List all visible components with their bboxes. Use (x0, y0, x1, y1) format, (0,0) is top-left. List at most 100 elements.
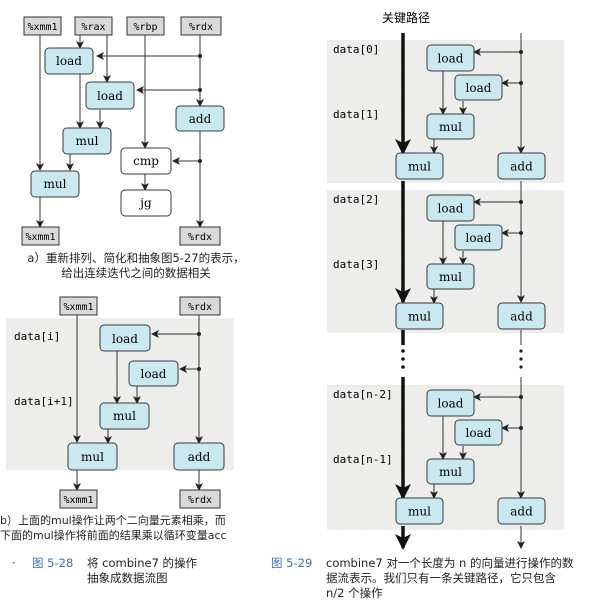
caption-b-line-2: 下面的mul操作将前面的结果乘以循环变量acc (0, 529, 227, 542)
op-label: mul (76, 134, 99, 148)
row-label: data[0] (333, 43, 379, 56)
panel-a: %xmm1 %rax %rbp %rdx (21, 16, 225, 246)
op-box (395, 497, 444, 525)
op-mul-1-b: mul (99, 402, 150, 430)
op-label: load (466, 81, 492, 95)
op-label: mul (113, 409, 136, 423)
op-load-1-block-2: load (426, 194, 475, 222)
op-label: load (97, 89, 123, 103)
reg-rdx-top-a: %rdx (180, 16, 222, 36)
op-mul-1-a: mul (62, 127, 112, 155)
op-box (426, 44, 475, 72)
op-label: add (189, 112, 212, 126)
op-label: mul (408, 310, 431, 324)
op-label: mul (44, 177, 67, 191)
op-box (497, 497, 546, 525)
op-mul-critical-block-2: mul (395, 302, 444, 330)
reg-rdx-top-b: %rdx (179, 296, 221, 316)
op-cmp-a: cmp (120, 147, 172, 175)
op-box (497, 302, 546, 330)
op-box (454, 74, 503, 101)
op-load-2-block-2: load (454, 224, 503, 251)
op-label: add (510, 310, 533, 324)
op-box (426, 389, 475, 417)
reg-rax-top-a: %rax (74, 16, 113, 36)
op-label: add (188, 450, 211, 464)
op-mul-critical-block-1: mul (395, 152, 444, 180)
op-jg-a: jg (120, 189, 172, 217)
junction-dot (519, 231, 523, 235)
op-label: cmp (133, 154, 159, 168)
op-add-b: add (173, 442, 225, 471)
junction-dot (519, 50, 523, 54)
op-label: mul (408, 505, 431, 519)
op-add-block-2: add (497, 302, 546, 330)
op-label: load (438, 397, 464, 411)
op-load-1-block-3: load (426, 389, 475, 417)
op-load-1-a: load (44, 47, 94, 75)
figure-number-5-28: 图 5-28 (32, 556, 74, 570)
block-3: data[n-2] data[n-1] load load mul mul add (333, 388, 546, 525)
junction-dot (519, 81, 523, 85)
row-label: data[3] (333, 258, 379, 271)
op-label: mul (439, 120, 462, 134)
figure-5-29-caption-line-1: combine7 对一个长度为 n 的向量进行操作的数 (326, 556, 574, 570)
caption-panel-b: b）上面的mul操作让两个二向量元素相乘，而 下面的mul操作将前面的结果乘以循… (0, 513, 270, 543)
reg-label: %rbp (133, 22, 157, 33)
op-mul-critical-block-3: mul (395, 497, 444, 525)
op-box (454, 419, 503, 446)
op-load-1-block-1: load (426, 44, 475, 72)
op-label: load (112, 332, 138, 346)
op-label: mul (439, 270, 462, 284)
row-label: data[n-1] (333, 453, 393, 466)
row-label: data[1] (333, 108, 379, 121)
figure-5-29-caption-line-3: n/2 个操作 (326, 586, 383, 600)
row-label-data-i-plus-1: data[i+1] (14, 395, 74, 408)
ellipsis-critical (401, 349, 405, 369)
figure-5-28-caption-line-2: 抽象成数据流图 (87, 571, 168, 585)
junction-dot (519, 200, 523, 204)
op-label: add (510, 505, 533, 519)
reg-label: %xmm1 (27, 22, 57, 33)
caption-a-line-2: 给出连续迭代之间的数据相关 (61, 266, 211, 280)
caption-a-line-1: a）重新排列、简化和抽象图5-27的表示， (27, 251, 245, 265)
op-box (454, 224, 503, 251)
reg-xmm1-bottom-a: %xmm1 (21, 226, 60, 246)
op-add-block-1: add (497, 152, 546, 180)
op-label: mul (439, 465, 462, 479)
op-label: load (141, 367, 167, 381)
op-box (426, 113, 475, 140)
op-label: load (466, 426, 492, 440)
op-box (395, 152, 444, 180)
reg-rdx-bottom-a: %rdx (179, 226, 221, 246)
op-add-block-3: add (497, 497, 546, 525)
op-add-a: add (175, 105, 225, 132)
op-box (497, 152, 546, 180)
figure-5-28-caption-line-1: 将 combine7 的操作 (87, 556, 198, 570)
op-label: load (466, 231, 492, 245)
caption-b-line-1: b）上面的mul操作让两个二向量元素相乘，而 (0, 514, 226, 527)
reg-label: %xmm1 (63, 302, 93, 313)
op-label: jg (138, 196, 152, 210)
op-box (426, 194, 475, 222)
op-mul-1-block-1: mul (426, 113, 475, 140)
reg-xmm1-top-b: %xmm1 (59, 296, 98, 316)
op-label: mul (81, 450, 104, 464)
op-label: load (438, 52, 464, 66)
op-load-2-block-3: load (454, 419, 503, 446)
row-label: data[2] (333, 193, 379, 206)
op-box (426, 263, 475, 290)
op-mul-2-a: mul (30, 170, 80, 198)
reg-xmm1-top-a: %xmm1 (23, 16, 62, 36)
reg-rbp-top-a: %rbp (126, 16, 165, 36)
op-box (426, 458, 475, 485)
op-mul-2-b: mul (67, 442, 118, 471)
block-1: data[0] data[1] load load mul mul add (333, 43, 546, 180)
reg-label: %rdx (188, 495, 212, 506)
op-load-1-b: load (99, 324, 151, 352)
critical-path-label: 关键路径 (382, 10, 430, 25)
row-label: data[n-2] (333, 388, 393, 401)
ellipsis-rdx (519, 349, 523, 369)
